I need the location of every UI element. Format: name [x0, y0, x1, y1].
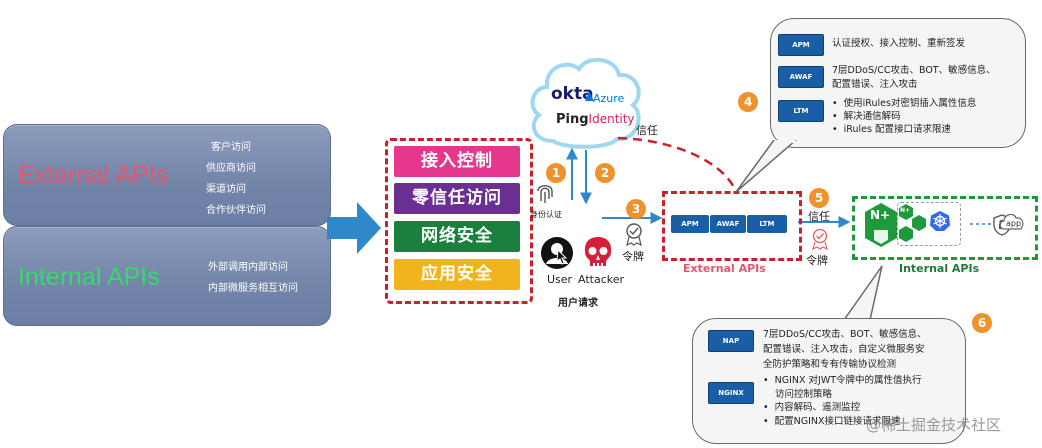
internal-apis-label: Internal APIs	[899, 262, 980, 275]
nginx-plus-hex-icon	[865, 203, 897, 247]
nginx-bullet-1b-text: 访问控制策略	[775, 388, 833, 400]
small-nodes-frame	[897, 202, 961, 246]
ping-identity-logo: PingIdentity	[556, 112, 635, 127]
bubble-apm-text: 认证授权、接入控制、重新签发	[832, 38, 966, 49]
okta-logo: okta	[551, 84, 594, 104]
bubble-ltm-chip: LTM	[778, 100, 824, 122]
nginx-bullet-3: • 配置NGINX接口链接请求限速	[763, 415, 901, 427]
internal-apis-box: Internal APIs 外部调用内部访问 内部微服务相互访问	[3, 226, 331, 326]
watermark: @稀土掘金技术社区	[866, 416, 1002, 434]
bubble-awaf-text-1: 7层DDoS/CC攻击、BOT、敏感信息、	[832, 65, 996, 76]
ltm-bullet-3: • iRules 配置接口请求限速	[832, 124, 951, 135]
awaf-chip: AWAF	[710, 215, 746, 233]
access-control-block: 接入控制	[394, 146, 520, 177]
ltm-bullet-3-text: iRules 配置接口请求限速	[843, 124, 951, 135]
internal-item-microservices: 内部微服务相互访问	[208, 283, 298, 294]
app-cloud-icon	[999, 213, 1024, 230]
token-5-label: 令牌	[806, 254, 828, 267]
node-hex-1-icon	[899, 204, 913, 220]
trust-5-label: 信任	[808, 210, 830, 223]
token-5-badge-icon	[812, 228, 828, 250]
apm-chip: APM	[671, 215, 709, 233]
azure-mark-icon	[585, 91, 594, 101]
ltm-bullet-1-text: 使用iRules对密钥插入属性信息	[843, 98, 977, 109]
bubble-ltm-bullets: • 使用iRules对密钥插入属性信息 • 解决通信解码 • iRules 配置…	[832, 97, 976, 136]
node-hex-2-icon	[912, 215, 926, 231]
external-item-supplier: 供应商访问	[206, 163, 256, 174]
app-label: app	[1006, 219, 1022, 228]
auth-label: 身份认证	[530, 210, 562, 219]
bubble-nap-text-2: 配置错误、注入攻击，自定义微服务安	[763, 344, 925, 355]
nginx-plus-label: N+	[870, 208, 891, 222]
external-apis-label: External APIs	[683, 262, 766, 275]
security-stack-frame	[385, 138, 533, 304]
attacker-label: Attacker	[578, 273, 625, 286]
bubble-nginx-chip: NGINX	[708, 382, 754, 404]
ltm-bullet-1: • 使用iRules对密钥插入属性信息	[832, 98, 977, 109]
fingerprint-icon	[537, 185, 553, 203]
callout-bottom-tail	[842, 265, 883, 321]
step-3-badge: 3	[626, 199, 646, 219]
identity-word: Identity	[588, 112, 635, 126]
nginx-bullet-2-text: 内容解码、遥测监控	[774, 402, 861, 413]
flow-arrow-icon	[327, 202, 381, 254]
nginx-bullet-1-cont: 访问控制策略	[763, 388, 922, 402]
external-apis-frame	[662, 191, 802, 261]
node-hex-3-icon	[899, 226, 913, 242]
step-5-badge: 5	[809, 188, 829, 208]
step-4-badge: 4	[738, 92, 758, 112]
trust-label: 信任	[636, 124, 658, 137]
kubernetes-icon	[930, 211, 950, 231]
nginx-bullet-1: • NGINX 对JWT令牌中的属性值执行	[763, 375, 922, 386]
user-label: User	[547, 273, 573, 286]
identity-cloud-icon	[530, 58, 641, 149]
azure-logo: Azure	[593, 92, 625, 105]
nginx-bullet-2: • 内容解码、遥测监控	[763, 402, 861, 413]
nginx-bullet-1-text: NGINX 对JWT令牌中的属性值执行	[774, 375, 922, 386]
ltm-bullet-2: • 解决通信解码	[832, 111, 901, 122]
ping-word: Ping	[556, 112, 589, 127]
external-item-channel: 渠道访问	[206, 184, 246, 195]
bubble-nap-text-3: 全防护策略和专有传输协议检测	[763, 359, 897, 370]
step-1-badge: 1	[546, 163, 566, 183]
app-security-block: 应用安全	[394, 259, 520, 290]
step-2-badge: 2	[595, 163, 615, 183]
bubble-awaf-text-2: 配置错误、注入攻击	[832, 79, 918, 90]
bubble-nap-text-1: 7层DDoS/CC攻击、BOT、敏感信息、	[763, 329, 927, 340]
attacker-skull-icon	[584, 237, 612, 266]
external-item-customer: 客户访问	[211, 142, 251, 153]
bubble-awaf-chip: AWAF	[778, 66, 824, 88]
external-item-partner: 合作伙伴访问	[206, 205, 266, 216]
external-apis-box: External APIs 客户访问 供应商访问 渠道访问 合作伙伴访问	[3, 124, 331, 226]
network-security-block: 网络安全	[394, 221, 520, 252]
internal-apis-frame	[852, 196, 1038, 260]
internal-apis-title: Internal APIs	[18, 263, 160, 291]
external-apis-title: External APIs	[18, 161, 169, 189]
ltm-bullet-2-text: 解决通信解码	[843, 111, 901, 122]
user-request-label: 用户请求	[558, 298, 598, 309]
callout-top-tail	[735, 140, 798, 193]
node-hex-1-label: N+	[900, 207, 911, 214]
bubble-nginx-bullets: • NGINX 对JWT令牌中的属性值执行 访问控制策略 • 内容解码、遥测监控…	[763, 374, 922, 428]
zero-trust-block: 零信任访问	[394, 183, 520, 214]
step-6-badge: 6	[972, 313, 992, 333]
user-icon	[541, 237, 573, 269]
ltm-chip: LTM	[747, 215, 787, 233]
bubble-apm-chip: APM	[778, 34, 824, 56]
internal-item-external-call: 外部调用内部访问	[208, 262, 288, 273]
token-badge-icon	[626, 223, 642, 246]
nginx-bullet-3-text: 配置NGINX接口链接请求限速	[774, 415, 901, 427]
bubble-nap-chip: NAP	[708, 330, 754, 352]
token-label: 令牌	[622, 250, 644, 263]
